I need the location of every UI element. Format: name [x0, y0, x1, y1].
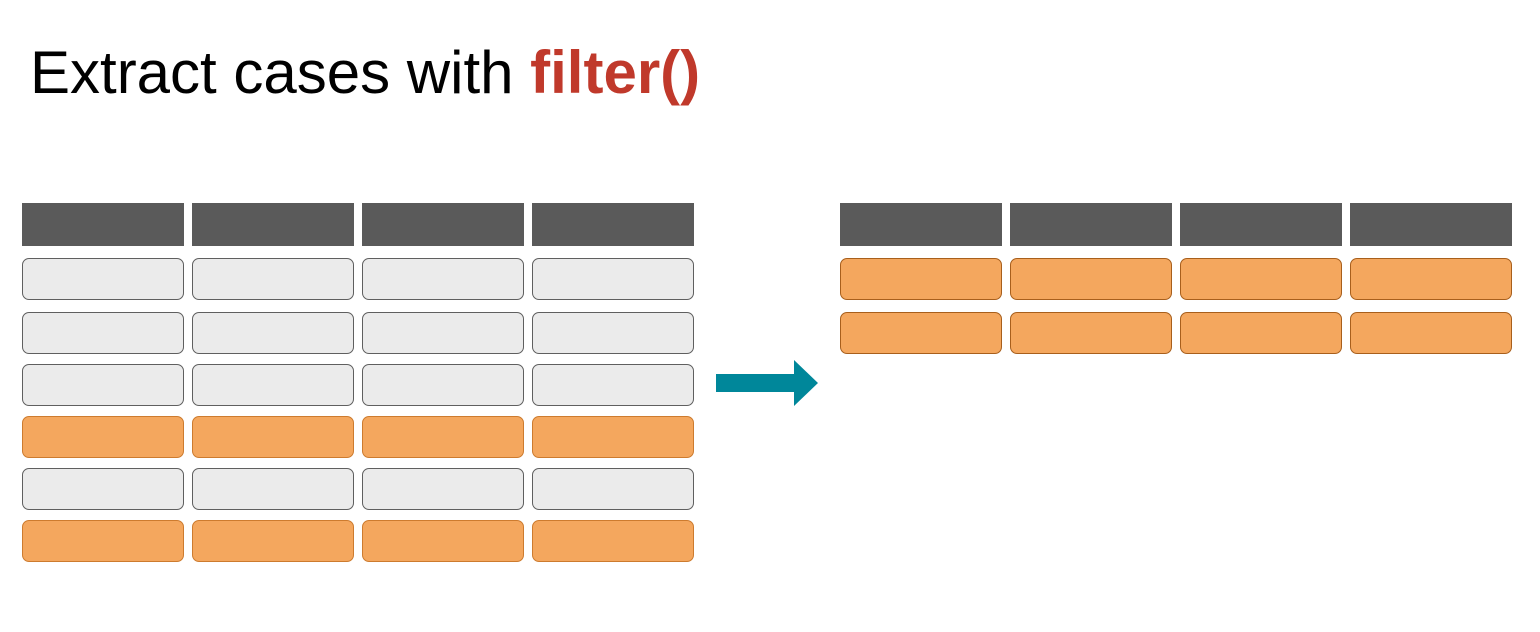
selected-row — [840, 312, 1512, 354]
selected-cell — [840, 312, 1002, 354]
header-cell — [1010, 203, 1172, 246]
header-cell — [532, 203, 694, 246]
selected-cell — [192, 520, 354, 562]
selected-cell — [22, 520, 184, 562]
data-row — [22, 312, 694, 354]
selected-cell — [362, 416, 524, 458]
selected-cell — [1350, 312, 1512, 354]
data-cell — [362, 312, 524, 354]
input-table — [22, 203, 694, 572]
selected-row — [22, 520, 694, 562]
selected-row — [22, 416, 694, 458]
input-header-row — [22, 203, 694, 246]
data-cell — [532, 468, 694, 510]
page-title: Extract cases with filter() — [30, 38, 700, 107]
output-header-row — [840, 203, 1512, 246]
selected-cell — [362, 520, 524, 562]
data-cell — [192, 468, 354, 510]
header-cell — [192, 203, 354, 246]
selected-cell — [192, 416, 354, 458]
selected-cell — [1350, 258, 1512, 300]
header-cell — [362, 203, 524, 246]
data-cell — [362, 258, 524, 300]
selected-row — [840, 258, 1512, 300]
data-cell — [192, 364, 354, 406]
data-row — [22, 468, 694, 510]
selected-cell — [22, 416, 184, 458]
data-cell — [532, 312, 694, 354]
title-function: filter() — [530, 39, 701, 106]
data-cell — [192, 312, 354, 354]
selected-cell — [1010, 258, 1172, 300]
header-cell — [840, 203, 1002, 246]
data-cell — [532, 364, 694, 406]
output-table — [840, 203, 1512, 366]
selected-cell — [532, 416, 694, 458]
data-cell — [22, 364, 184, 406]
header-cell — [22, 203, 184, 246]
data-cell — [22, 468, 184, 510]
header-cell — [1350, 203, 1512, 246]
output-rows — [840, 258, 1512, 354]
data-cell — [22, 312, 184, 354]
title-prefix: Extract cases with — [30, 39, 531, 106]
selected-cell — [532, 520, 694, 562]
selected-cell — [1180, 312, 1342, 354]
data-cell — [532, 258, 694, 300]
data-cell — [22, 258, 184, 300]
data-row — [22, 258, 694, 300]
data-cell — [192, 258, 354, 300]
input-rows — [22, 258, 694, 562]
data-cell — [362, 364, 524, 406]
data-cell — [362, 468, 524, 510]
selected-cell — [1180, 258, 1342, 300]
header-cell — [1180, 203, 1342, 246]
data-row — [22, 364, 694, 406]
selected-cell — [1010, 312, 1172, 354]
right-arrow-icon — [716, 360, 818, 406]
selected-cell — [840, 258, 1002, 300]
